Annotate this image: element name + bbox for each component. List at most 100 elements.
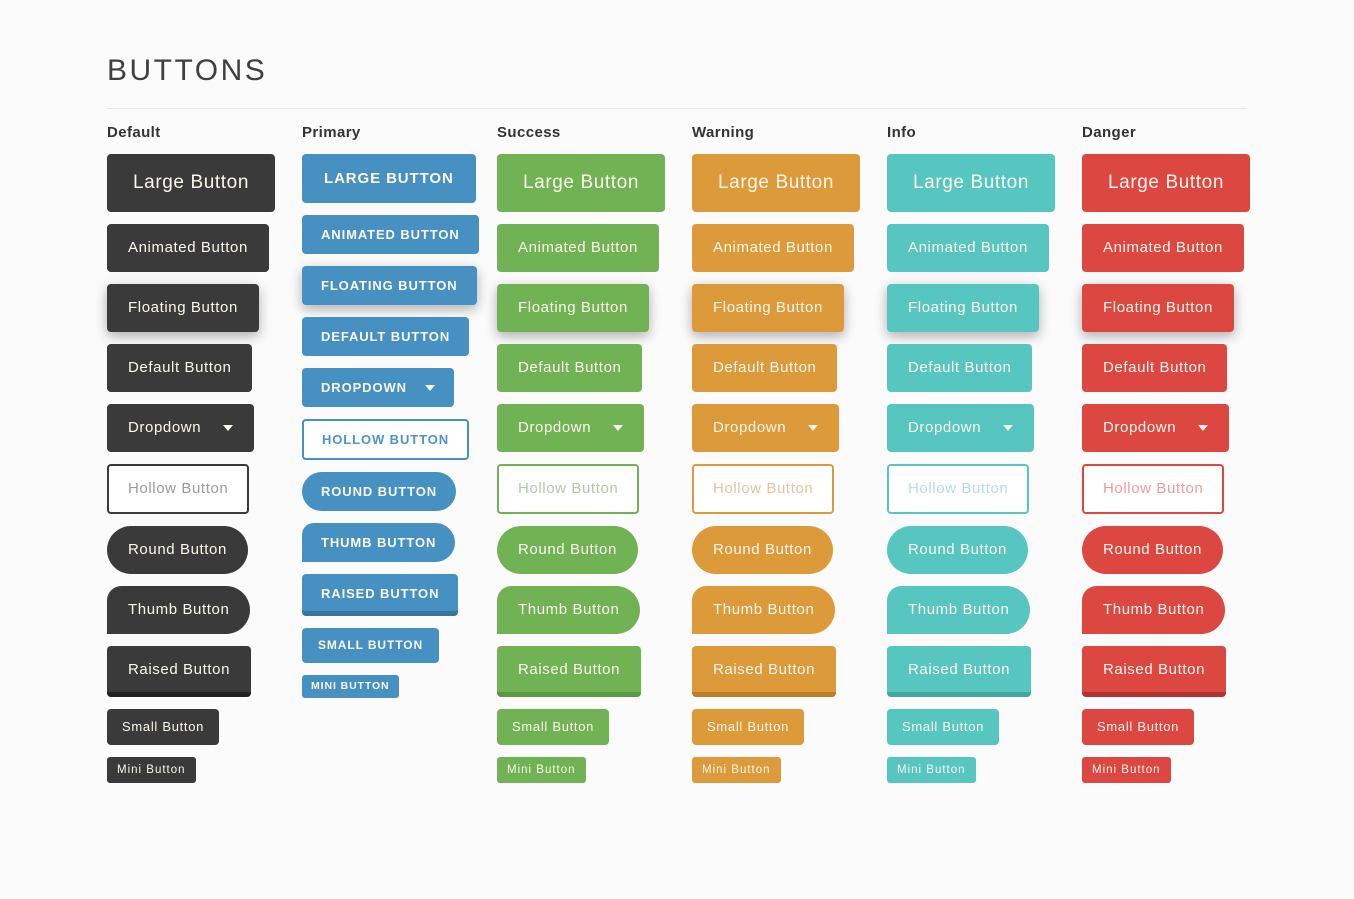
button-label: Thumb Button xyxy=(713,601,815,618)
button-label: Raised Button xyxy=(713,661,816,678)
button-label: Thumb Button xyxy=(908,601,1010,618)
info-small-button[interactable]: Small Button xyxy=(887,709,1000,745)
column-header: Success xyxy=(497,124,561,141)
success-hollow-button[interactable]: Hollow Button xyxy=(497,464,640,514)
page-title: BUTTONS xyxy=(107,54,268,87)
success-thumb-button[interactable]: Thumb Button xyxy=(497,586,641,634)
button-label: Large Button xyxy=(718,172,835,193)
warning-small-button[interactable]: Small Button xyxy=(692,709,805,745)
warning-raised-button[interactable]: Raised Button xyxy=(692,646,837,697)
info-animated-button[interactable]: Animated Button xyxy=(887,224,1049,272)
danger-round-button[interactable]: Round Button xyxy=(1082,526,1223,574)
default-raised-button[interactable]: Raised Button xyxy=(107,646,252,697)
button-label: Default Button xyxy=(908,359,1012,376)
column-header: Warning xyxy=(692,124,755,141)
warning-dropdown-button[interactable]: Dropdown xyxy=(692,404,840,452)
info-large-button[interactable]: Large Button xyxy=(887,154,1056,212)
danger-mini-button[interactable]: Mini Button xyxy=(1082,757,1171,783)
button-label: Mini Button xyxy=(897,764,966,776)
default-dropdown-button[interactable]: Dropdown xyxy=(107,404,255,452)
info-hollow-button[interactable]: Hollow Button xyxy=(887,464,1030,514)
button-label: Default Button xyxy=(518,359,622,376)
danger-animated-button[interactable]: Animated Button xyxy=(1082,224,1244,272)
success-small-button[interactable]: Small Button xyxy=(497,709,610,745)
primary-animated-button[interactable]: ANIMATED BUTTON xyxy=(302,215,479,254)
button-label: Dropdown xyxy=(518,419,592,436)
default-small-button[interactable]: Small Button xyxy=(107,709,220,745)
info-thumb-button[interactable]: Thumb Button xyxy=(887,586,1031,634)
button-label: DEFAULT BUTTON xyxy=(321,329,451,344)
button-label: Thumb Button xyxy=(128,601,230,618)
button-label: Large Button xyxy=(913,172,1030,193)
success-floating-button[interactable]: Floating Button xyxy=(497,284,649,332)
primary-default-button[interactable]: DEFAULT BUTTON xyxy=(302,317,470,356)
success-animated-button[interactable]: Animated Button xyxy=(497,224,659,272)
success-raised-button[interactable]: Raised Button xyxy=(497,646,642,697)
danger-default-button[interactable]: Default Button xyxy=(1082,344,1228,392)
button-label: Hollow Button xyxy=(1103,480,1204,497)
danger-floating-button[interactable]: Floating Button xyxy=(1082,284,1234,332)
default-animated-button[interactable]: Animated Button xyxy=(107,224,269,272)
warning-thumb-button[interactable]: Thumb Button xyxy=(692,586,836,634)
button-label: Dropdown xyxy=(1103,419,1177,436)
warning-hollow-button[interactable]: Hollow Button xyxy=(692,464,835,514)
success-round-button[interactable]: Round Button xyxy=(497,526,638,574)
primary-thumb-button[interactable]: THUMB BUTTON xyxy=(302,523,456,562)
info-raised-button[interactable]: Raised Button xyxy=(887,646,1032,697)
warning-round-button[interactable]: Round Button xyxy=(692,526,833,574)
primary-dropdown-button[interactable]: DROPDOWN xyxy=(302,368,454,407)
title-divider xyxy=(107,108,1247,109)
button-label: Hollow Button xyxy=(713,480,814,497)
warning-animated-button[interactable]: Animated Button xyxy=(692,224,854,272)
button-label: Round Button xyxy=(518,541,617,558)
button-label: Raised Button xyxy=(128,661,231,678)
primary-hollow-button[interactable]: HOLLOW BUTTON xyxy=(302,419,469,460)
default-mini-button[interactable]: Mini Button xyxy=(107,757,196,783)
button-label: Animated Button xyxy=(1103,239,1223,256)
primary-small-button[interactable]: SMALL BUTTON xyxy=(302,628,440,663)
danger-raised-button[interactable]: Raised Button xyxy=(1082,646,1227,697)
button-label: Raised Button xyxy=(518,661,621,678)
danger-small-button[interactable]: Small Button xyxy=(1082,709,1195,745)
button-label: Floating Button xyxy=(908,299,1018,316)
info-default-button[interactable]: Default Button xyxy=(887,344,1033,392)
success-default-button[interactable]: Default Button xyxy=(497,344,643,392)
primary-round-button[interactable]: ROUND BUTTON xyxy=(302,472,456,511)
caret-down-icon xyxy=(613,425,624,431)
info-dropdown-button[interactable]: Dropdown xyxy=(887,404,1035,452)
info-floating-button[interactable]: Floating Button xyxy=(887,284,1039,332)
warning-mini-button[interactable]: Mini Button xyxy=(692,757,781,783)
button-label: LARGE BUTTON xyxy=(324,170,454,187)
danger-thumb-button[interactable]: Thumb Button xyxy=(1082,586,1226,634)
primary-floating-button[interactable]: FLOATING BUTTON xyxy=(302,266,477,305)
button-label: HOLLOW BUTTON xyxy=(322,432,449,447)
default-round-button[interactable]: Round Button xyxy=(107,526,248,574)
warning-floating-button[interactable]: Floating Button xyxy=(692,284,844,332)
button-label: Large Button xyxy=(523,172,640,193)
default-default-button[interactable]: Default Button xyxy=(107,344,253,392)
primary-raised-button[interactable]: RAISED BUTTON xyxy=(302,574,459,616)
button-label: Hollow Button xyxy=(128,480,229,497)
primary-mini-button[interactable]: MINI BUTTON xyxy=(302,675,399,698)
default-thumb-button[interactable]: Thumb Button xyxy=(107,586,251,634)
info-mini-button[interactable]: Mini Button xyxy=(887,757,976,783)
primary-large-button[interactable]: LARGE BUTTON xyxy=(302,154,476,203)
success-dropdown-button[interactable]: Dropdown xyxy=(497,404,645,452)
default-large-button[interactable]: Large Button xyxy=(107,154,276,212)
success-large-button[interactable]: Large Button xyxy=(497,154,666,212)
default-floating-button[interactable]: Floating Button xyxy=(107,284,259,332)
default-hollow-button[interactable]: Hollow Button xyxy=(107,464,250,514)
danger-dropdown-button[interactable]: Dropdown xyxy=(1082,404,1230,452)
button-label: Small Button xyxy=(1097,719,1180,734)
warning-default-button[interactable]: Default Button xyxy=(692,344,838,392)
danger-large-button[interactable]: Large Button xyxy=(1082,154,1251,212)
success-mini-button[interactable]: Mini Button xyxy=(497,757,586,783)
warning-large-button[interactable]: Large Button xyxy=(692,154,861,212)
info-round-button[interactable]: Round Button xyxy=(887,526,1028,574)
button-label: Floating Button xyxy=(128,299,238,316)
danger-hollow-button[interactable]: Hollow Button xyxy=(1082,464,1225,514)
